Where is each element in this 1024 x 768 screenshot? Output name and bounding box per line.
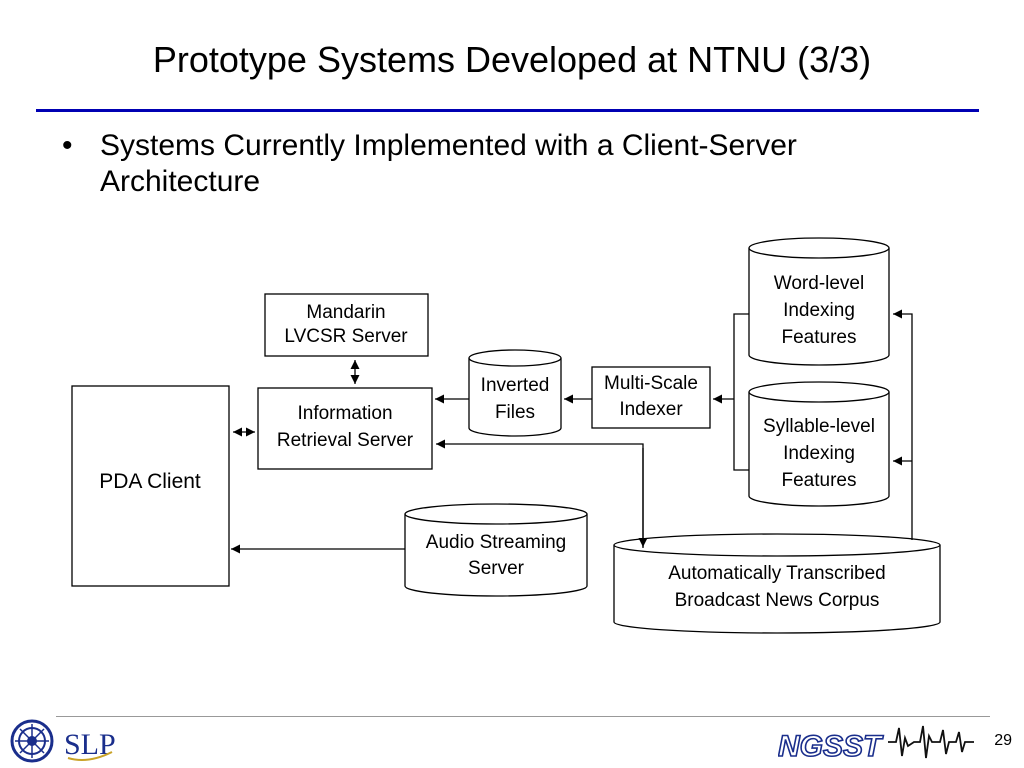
syllable-level-cylinder bbox=[748, 381, 890, 507]
label-indexer-2: Indexer bbox=[619, 399, 683, 420]
label-inverted-1: Inverted bbox=[481, 375, 550, 396]
label-syllable-2: Indexing bbox=[783, 443, 855, 464]
ngsst-logo: NGSST bbox=[778, 725, 974, 764]
label-ir-1: Information bbox=[297, 403, 392, 424]
arrow-corpus-wordlevel bbox=[893, 309, 913, 540]
title-underline bbox=[36, 109, 979, 112]
label-word-3: Features bbox=[782, 327, 857, 348]
label-audio-2: Server bbox=[468, 558, 525, 579]
footer-rule bbox=[56, 716, 990, 717]
ntnu-slp-logo: SLP bbox=[10, 719, 116, 763]
bullet-text: Systems Currently Implemented with a Cli… bbox=[100, 129, 797, 198]
seal-icon bbox=[10, 719, 54, 763]
pda-client-box bbox=[71, 385, 230, 587]
label-word-1: Word-level bbox=[774, 273, 864, 294]
label-word-2: Indexing bbox=[783, 300, 855, 321]
label-syllable-1: Syllable-level bbox=[763, 416, 875, 437]
slp-wordmark: SLP bbox=[64, 728, 116, 761]
features-bracket bbox=[733, 313, 749, 471]
word-level-cylinder bbox=[748, 237, 890, 366]
label-inverted-2: Files bbox=[495, 402, 535, 423]
label-audio-1: Audio Streaming bbox=[426, 532, 566, 553]
label-mandarin-2: LVCSR Server bbox=[284, 326, 408, 347]
label-pda: PDA Client bbox=[99, 470, 201, 493]
page-number: 29 bbox=[994, 732, 1012, 749]
label-mandarin-1: Mandarin bbox=[306, 302, 385, 323]
audio-streaming-cylinder bbox=[404, 503, 588, 597]
label-corpus-1: Automatically Transcribed bbox=[668, 563, 886, 584]
info-retrieval-box bbox=[257, 387, 433, 470]
label-corpus-2: Broadcast News Corpus bbox=[675, 590, 880, 611]
bullet-marker: • bbox=[62, 129, 73, 162]
mandarin-lvcsr-box bbox=[264, 293, 429, 357]
inverted-files-cylinder bbox=[468, 349, 562, 437]
label-indexer-1: Multi-Scale bbox=[604, 373, 698, 394]
multiscale-indexer-box bbox=[591, 366, 711, 429]
label-ir-2: Retrieval Server bbox=[277, 430, 414, 451]
ngsst-wordmark: NGSST bbox=[778, 730, 884, 763]
slide-title: Prototype Systems Developed at NTNU (3/3… bbox=[152, 39, 872, 80]
label-syllable-3: Features bbox=[782, 470, 857, 491]
corpus-cylinder bbox=[613, 533, 941, 634]
waveform-icon bbox=[888, 725, 974, 759]
